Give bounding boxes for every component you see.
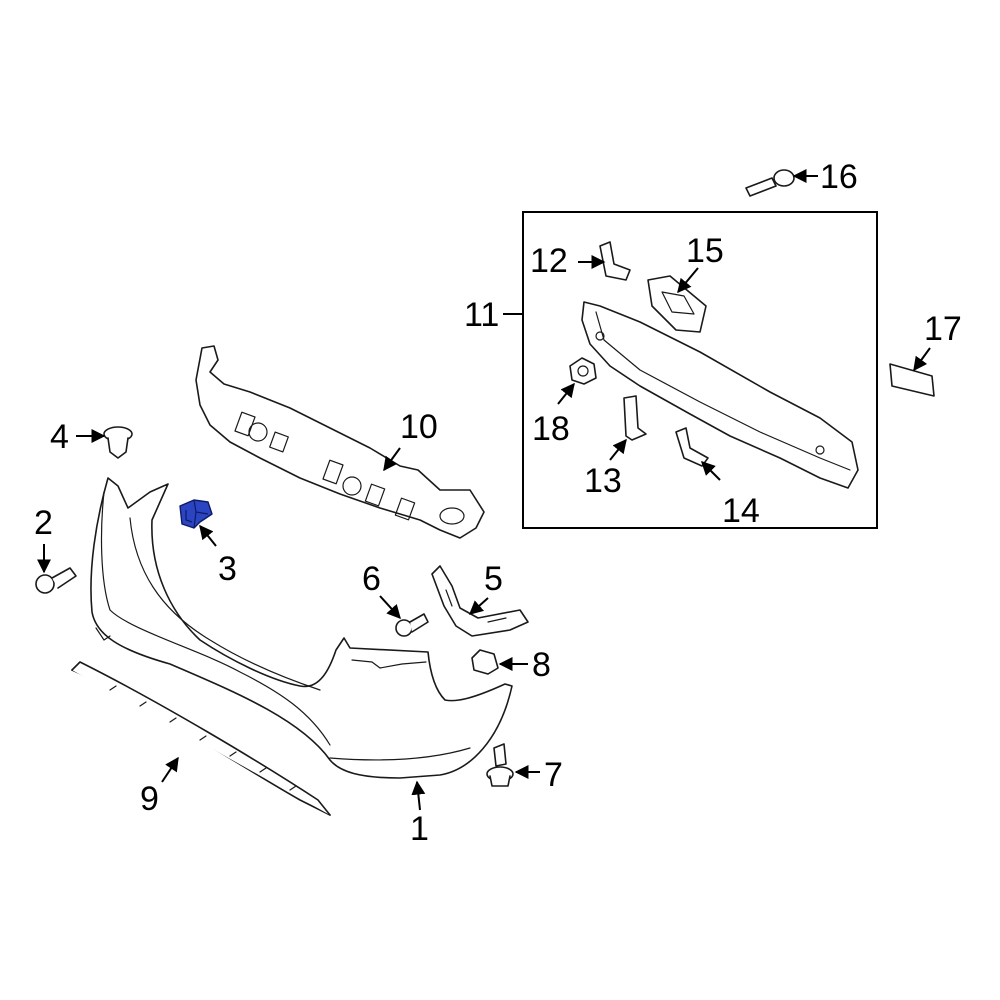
nut-clip-part[interactable] [471, 649, 499, 675]
callout-17: 17 [924, 310, 962, 348]
callout-6: 6 [362, 560, 381, 598]
callout-18: 18 [532, 410, 570, 448]
callout-13: 13 [584, 462, 622, 500]
energy-absorber-part[interactable] [195, 345, 485, 539]
reinforcement-beam-part[interactable] [581, 301, 859, 489]
reinforcement-assembly-box [522, 211, 878, 529]
screw-6-part[interactable] [395, 613, 429, 637]
callout-11: 11 [464, 296, 499, 334]
callout-8: 8 [532, 646, 551, 684]
bolt-16-part[interactable] [745, 169, 795, 197]
callout-16: 16 [820, 158, 858, 196]
callout-15: 15 [686, 232, 724, 270]
bumper-cover-part[interactable] [90, 477, 513, 779]
plate-15-part[interactable] [647, 275, 707, 333]
nut-18-part[interactable] [569, 357, 597, 385]
callout-14: 14 [722, 492, 760, 530]
callout-labels: 1 2 3 4 5 6 7 8 9 10 11 12 13 14 15 16 1… [34, 158, 962, 848]
side-bracket-part[interactable] [431, 565, 529, 637]
callout-10: 10 [400, 408, 438, 446]
leader-lines [37, 169, 931, 811]
callout-4: 4 [50, 418, 69, 456]
bracket-3-highlighted[interactable] [179, 499, 213, 529]
screw-2-part[interactable] [35, 567, 77, 594]
callout-3: 3 [218, 550, 237, 588]
reflector-17-part[interactable] [889, 363, 935, 397]
callout-7: 7 [544, 756, 563, 794]
bracket-13-part[interactable] [623, 395, 647, 441]
callout-2: 2 [34, 504, 53, 542]
callout-5: 5 [484, 560, 503, 598]
bracket-14-part[interactable] [675, 427, 709, 467]
callout-9: 9 [140, 780, 159, 818]
bolt-7-part[interactable] [486, 743, 514, 787]
lower-valance-part[interactable] [71, 661, 331, 816]
bracket-12-part[interactable] [599, 241, 631, 281]
push-clip-part[interactable] [103, 426, 133, 459]
callout-1: 1 [410, 810, 429, 848]
callout-12: 12 [530, 242, 568, 280]
